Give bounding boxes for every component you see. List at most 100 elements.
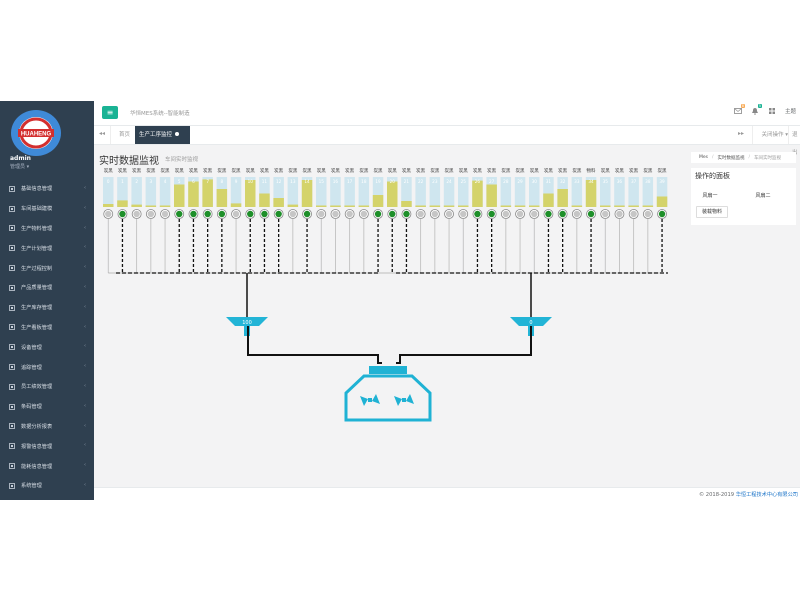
menu-toggle-button[interactable]: ≡	[102, 106, 118, 119]
valve-state	[275, 210, 282, 218]
sidebar-item-0[interactable]: 基础信息管理‹	[0, 179, 94, 199]
silo-5[interactable]: 炭黑5	[174, 168, 185, 219]
silo-index: 23	[432, 179, 438, 184]
silo-index: 6	[192, 179, 195, 184]
sidebar-item-2[interactable]: 生产物料管理‹	[0, 219, 94, 239]
company-link[interactable]: 华恒工程技术中心有限公司	[735, 492, 798, 498]
silo-index: 25	[461, 179, 467, 184]
sidebar-item-label: 生产过程控制	[21, 265, 53, 272]
theme-icon[interactable]	[768, 107, 776, 115]
sidebar-item-6[interactable]: 生产库存管理‹	[0, 298, 94, 318]
fan2-button[interactable]: 风扇二	[751, 191, 775, 201]
silo-index: 0	[107, 179, 110, 184]
sidebar-item-1[interactable]: 车间基础建模‹	[0, 199, 94, 219]
tab-back-icon[interactable]: ◂◂	[99, 130, 106, 137]
tab-forward-icon[interactable]: ▸▸	[737, 130, 744, 137]
silo-4[interactable]: 炭黑4	[159, 168, 171, 219]
silo-label: 炭黑	[544, 168, 553, 174]
mail-icon[interactable]: 8	[734, 104, 745, 115]
sidebar-item-13[interactable]: 报警信息管理‹	[0, 436, 94, 456]
silo-fill	[301, 180, 313, 207]
sidebar-item-10[interactable]: 员工绩效管理‹	[0, 377, 94, 397]
theme-label[interactable]: 主题	[784, 109, 796, 115]
sidebar-item-15[interactable]: 系统管理‹	[0, 476, 94, 496]
silo-2[interactable]: 炭黑2	[131, 168, 142, 219]
sidebar-item-12[interactable]: 数据分析报表‹	[0, 417, 94, 437]
silo-index: 24	[446, 179, 452, 184]
page-title: 实时数据监视	[99, 156, 159, 167]
silo-3[interactable]: 炭黑3	[145, 168, 157, 219]
silo-index: 29	[517, 179, 523, 184]
sidebar-item-9[interactable]: 追踪管理‹	[0, 357, 94, 377]
sidebar-item-8[interactable]: 设备管理‹	[0, 337, 94, 357]
chart-icon	[9, 423, 15, 430]
sidebar-item-3[interactable]: 生产计划管理‹	[0, 238, 94, 258]
silo-fill	[117, 200, 128, 207]
admin-role[interactable]: 管理员 ▾	[10, 164, 30, 170]
silo-8[interactable]: 炭黑8	[216, 168, 228, 219]
breadcrumb-mes[interactable]: Mes	[699, 155, 708, 160]
silo-index: 9	[235, 179, 238, 184]
admin-name[interactable]: admin	[10, 155, 31, 162]
silo-tube	[443, 177, 455, 207]
chevron-left-icon: ‹	[84, 185, 86, 191]
silo-index: 37	[631, 179, 637, 184]
sidebar-item-7[interactable]: 生产看板管理‹	[0, 318, 94, 338]
fan1-button[interactable]: 风扇一	[698, 191, 722, 201]
sidebar-item-4[interactable]: 生产过程控制‹	[0, 258, 94, 278]
silo-1[interactable]: 炭黑1	[117, 168, 128, 219]
breadcrumb-monitor[interactable]: 实时数据监视	[717, 155, 745, 161]
sidebar-item-label: 生产库存管理	[21, 305, 53, 312]
silo-9[interactable]: 炭黑9	[230, 168, 242, 219]
tab-process-monitor[interactable]: 生产工序监控	[135, 126, 190, 144]
sidebar-item-14[interactable]: 能耗信息管理‹	[0, 456, 94, 476]
bell-icon[interactable]: 5	[751, 104, 762, 115]
sidebar-item-11[interactable]: 条码管理‹	[0, 397, 94, 417]
load-material-button[interactable]: 装载物料	[696, 206, 728, 218]
logout-link[interactable]: 退出	[788, 126, 800, 156]
silo-fill	[202, 179, 213, 207]
silo-fill	[415, 205, 426, 207]
silo-0[interactable]: 炭黑0	[103, 168, 114, 219]
silo-7[interactable]: 炭黑7	[202, 168, 213, 219]
close-ops-dropdown[interactable]: 关闭操作 ▾	[752, 126, 788, 144]
silo-6[interactable]: 炭黑6	[188, 168, 199, 219]
sidebar-item-5[interactable]: 产品质量管理‹	[0, 278, 94, 298]
mixer-tank[interactable]	[247, 326, 532, 422]
company-logo: HUAHENG	[10, 109, 62, 157]
silo-tube	[145, 177, 157, 207]
silo-fill	[287, 204, 299, 207]
chevron-left-icon: ‹	[84, 224, 86, 231]
chevron-left-icon: ‹	[84, 323, 86, 330]
